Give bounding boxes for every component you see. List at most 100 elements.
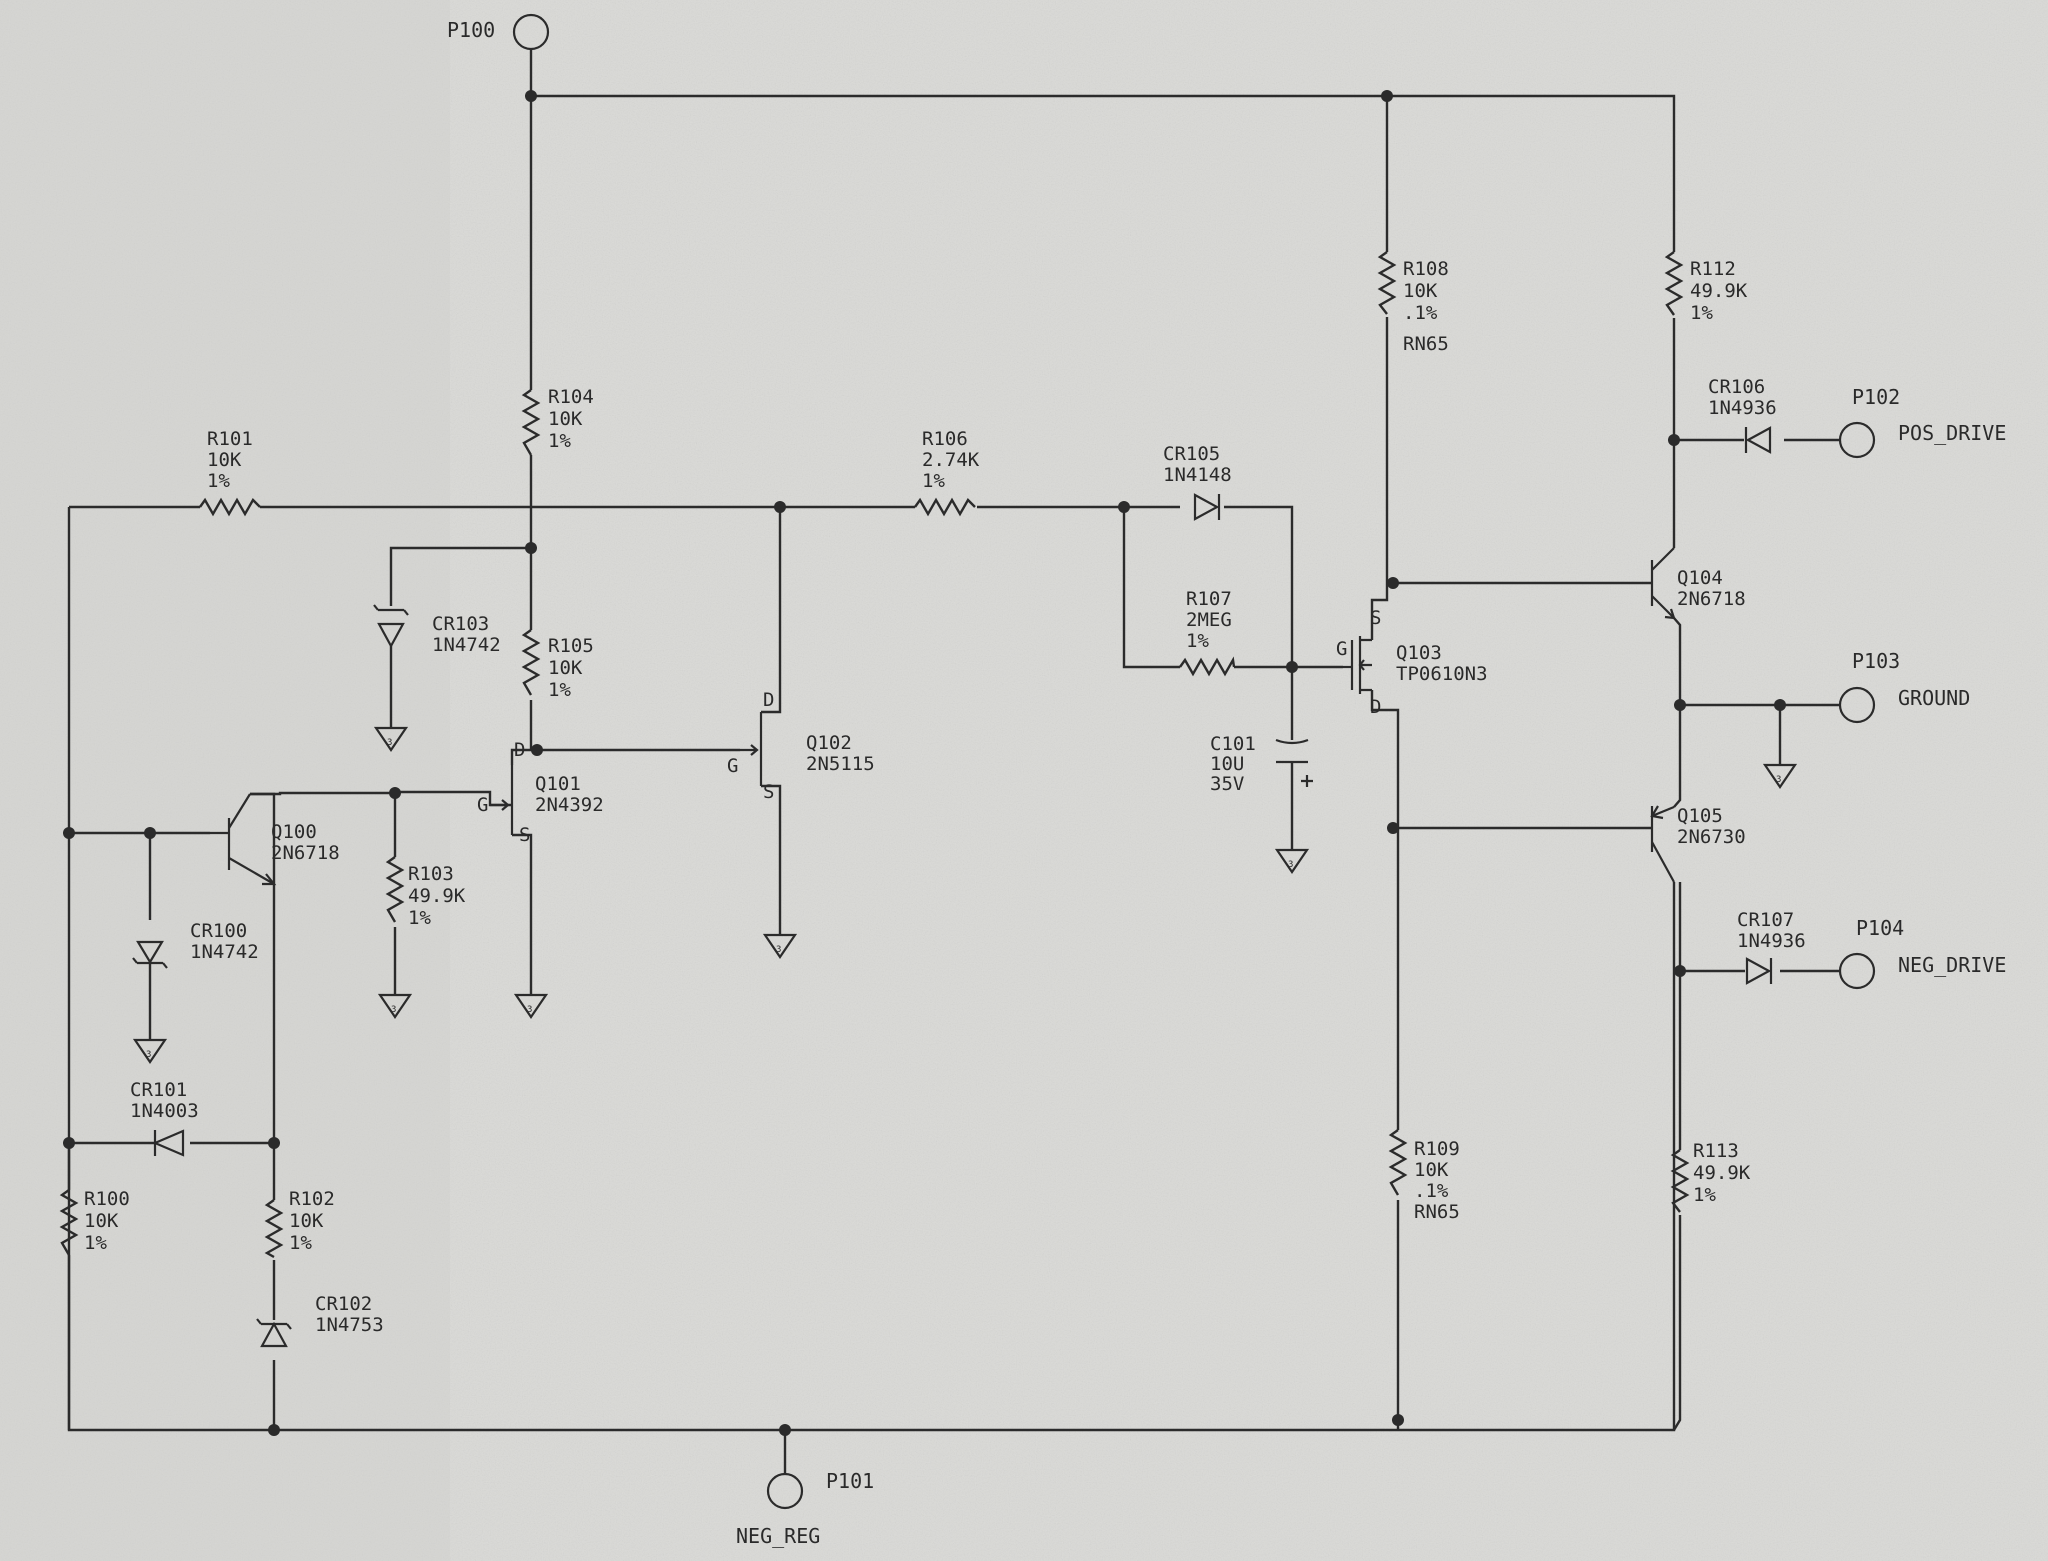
resistor-r113[interactable]: R113 49.9K 1% (1670, 1140, 1751, 1213)
q103-pin-d: D (1370, 696, 1381, 718)
q103-pin-s: S (1370, 607, 1381, 629)
svg-text:3: 3 (391, 1005, 396, 1015)
cr101-part: 1N4003 (130, 1100, 199, 1122)
capacitor-c101[interactable]: C101 10U 35V (1210, 733, 1313, 795)
cr106-ref: CR106 (1708, 376, 1765, 398)
r106-value: 2.74K (922, 449, 980, 471)
diode-cr106[interactable]: CR106 1N4936 (1708, 376, 1777, 454)
q102-part: 2N5115 (806, 753, 875, 775)
resistor-r109[interactable]: R109 10K .1% RN65 (1388, 1129, 1460, 1223)
r102-value: 10K (289, 1210, 324, 1232)
q102-pin-s: S (763, 781, 774, 803)
r105-tol: 1% (548, 679, 571, 701)
r101-tol: 1% (207, 470, 230, 492)
q105-ref: Q105 (1677, 805, 1723, 827)
port-p100[interactable]: P100 (447, 13, 550, 51)
transistor-q104[interactable]: Q104 2N6718 (1650, 547, 1746, 620)
transistor-q102[interactable]: G D S Q102 2N5115 (727, 689, 875, 803)
port-p104-ref: P104 (1856, 916, 1904, 940)
resistor-r103[interactable]: R103 49.9K 1% (385, 856, 466, 929)
resistor-r107[interactable]: R107 2MEG 1% (1179, 588, 1236, 677)
r113-value: 49.9K (1693, 1162, 1751, 1184)
r109-tol: .1% (1414, 1180, 1449, 1202)
cr103-part: 1N4742 (432, 634, 501, 656)
cr106-part: 1N4936 (1708, 397, 1777, 419)
cr107-ref: CR107 (1737, 909, 1794, 931)
r105-ref: R105 (548, 635, 594, 657)
r107-ref: R107 (1186, 588, 1232, 610)
junctions (63, 90, 1786, 1436)
resistor-r106[interactable]: R106 2.74K 1% (914, 428, 980, 517)
resistor-r102[interactable]: R102 10K 1% (264, 1188, 335, 1259)
r103-ref: R103 (408, 863, 454, 885)
resistor-r108[interactable]: R108 10K .1% RN65 (1377, 251, 1449, 355)
q102-pin-d: D (763, 689, 774, 711)
cr105-ref: CR105 (1163, 443, 1220, 465)
resistor-r104[interactable]: R104 10K 1% (521, 386, 594, 456)
port-p103[interactable]: P103 GROUND (1838, 649, 1970, 724)
port-p104[interactable]: P104 NEG_DRIVE (1838, 916, 2006, 990)
q101-pin-s: S (519, 824, 530, 846)
port-p101[interactable]: P101 NEG_REG (736, 1469, 874, 1548)
q100-part: 2N6718 (271, 842, 340, 864)
r108-value: 10K (1403, 280, 1438, 302)
q101-pin-g: G (477, 794, 488, 816)
q100-ref: Q100 (271, 821, 317, 843)
q104-ref: Q104 (1677, 567, 1723, 589)
q103-pin-g: G (1336, 638, 1347, 660)
diode-cr101[interactable]: CR101 1N4003 (130, 1079, 199, 1157)
r106-ref: R106 (922, 428, 968, 450)
r100-ref: R100 (84, 1188, 130, 1210)
transistor-q101[interactable]: G D S Q101 2N4392 (477, 739, 604, 846)
q101-pin-d: D (514, 739, 525, 761)
r104-tol: 1% (548, 430, 571, 452)
r104-value: 10K (548, 408, 583, 430)
ground-p103: 3 (1763, 763, 1797, 789)
resistor-r101[interactable]: R101 10K 1% (199, 428, 261, 517)
transistor-q105[interactable]: Q105 2N6730 (1650, 805, 1746, 883)
diode-cr103[interactable]: CR103 1N4742 (373, 604, 501, 656)
diode-cr105[interactable]: CR105 1N4148 (1163, 443, 1232, 521)
r103-value: 49.9K (408, 885, 466, 907)
transistor-q103[interactable]: G S D Q103 TP0610N3 (1336, 607, 1488, 718)
c101-voltage: 35V (1210, 773, 1244, 795)
r109-type: RN65 (1414, 1201, 1460, 1223)
r109-value: 10K (1414, 1159, 1449, 1181)
r107-tol: 1% (1186, 630, 1209, 652)
resistor-r100[interactable]: R100 10K 1% (59, 1188, 130, 1256)
resistor-r105[interactable]: R105 10K 1% (521, 629, 594, 701)
r107-value: 2MEG (1186, 609, 1232, 631)
diode-cr107[interactable]: CR107 1N4936 (1737, 909, 1806, 985)
ground-cr100: 3 (133, 1038, 167, 1064)
svg-text:3: 3 (1288, 860, 1293, 870)
ground-q102: 3 (763, 933, 797, 959)
r103-tol: 1% (408, 907, 431, 929)
r113-ref: R113 (1693, 1140, 1739, 1162)
r113-tol: 1% (1693, 1184, 1716, 1206)
port-p103-ref: P103 (1852, 649, 1900, 673)
port-p101-name: NEG_REG (736, 1524, 820, 1548)
transistor-q100[interactable]: Q100 2N6718 (210, 793, 340, 886)
r102-ref: R102 (289, 1188, 335, 1210)
svg-text:3: 3 (146, 1050, 151, 1060)
r109-ref: R109 (1414, 1138, 1460, 1160)
port-p102-ref: P102 (1852, 385, 1900, 409)
ground-cr103: 3 (374, 726, 408, 752)
resistor-r112[interactable]: R112 49.9K 1% (1664, 251, 1748, 324)
svg-text:3: 3 (1776, 775, 1781, 785)
r100-tol: 1% (84, 1232, 107, 1254)
c101-ref: C101 (1210, 733, 1256, 755)
diode-cr100[interactable]: CR100 1N4742 (132, 920, 259, 969)
cr100-ref: CR100 (190, 920, 247, 942)
r112-tol: 1% (1690, 302, 1713, 324)
r101-ref: R101 (207, 428, 253, 450)
cr102-part: 1N4753 (315, 1314, 384, 1336)
ground-q101: 3 (514, 993, 548, 1019)
cr101-ref: CR101 (130, 1079, 187, 1101)
q103-ref: Q103 (1396, 642, 1442, 664)
port-p102[interactable]: P102 POS_DRIVE (1838, 385, 2006, 459)
port-p103-name: GROUND (1898, 686, 1970, 710)
svg-text:3: 3 (776, 945, 781, 955)
diode-cr102[interactable]: CR102 1N4753 (256, 1293, 384, 1348)
